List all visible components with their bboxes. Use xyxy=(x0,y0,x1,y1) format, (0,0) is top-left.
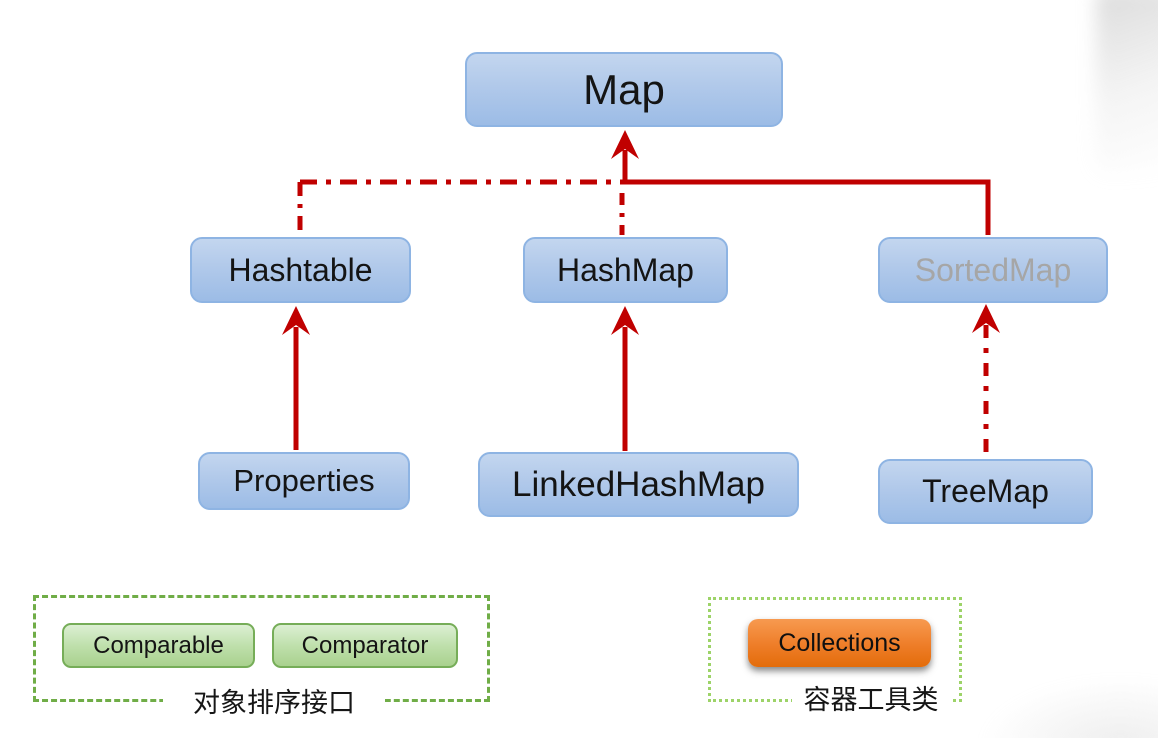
node-treemap: TreeMap xyxy=(878,459,1093,524)
caption-container-utility: 容器工具类 xyxy=(792,685,950,717)
node-sortedmap-label: SortedMap xyxy=(914,251,1072,288)
node-properties: Properties xyxy=(198,452,410,510)
arrowhead-sortedmap xyxy=(972,304,1000,333)
corner-artifact-bottom-right xyxy=(978,676,1158,738)
node-map-label: Map xyxy=(583,65,665,113)
node-comparable-label: Comparable xyxy=(93,631,224,659)
node-properties-label: Properties xyxy=(233,463,375,498)
node-linkedhashmap: LinkedHashMap xyxy=(478,452,799,517)
node-hashtable: Hashtable xyxy=(190,237,411,303)
edge-sortedmap-to-map xyxy=(625,179,991,235)
node-hashmap: HashMap xyxy=(523,237,728,303)
node-hashmap-label: HashMap xyxy=(557,251,694,288)
node-comparable: Comparable xyxy=(62,623,255,668)
corner-artifact-top-right xyxy=(1096,0,1158,173)
node-hashtable-label: Hashtable xyxy=(228,251,373,288)
node-comparator: Comparator xyxy=(272,623,458,668)
arrowhead-hashmap xyxy=(611,306,639,335)
node-treemap-label: TreeMap xyxy=(922,473,1049,509)
node-linkedhashmap-label: LinkedHashMap xyxy=(512,464,765,504)
node-comparator-label: Comparator xyxy=(301,631,429,659)
node-sortedmap: SortedMap xyxy=(878,237,1108,303)
arrowhead-hashtable xyxy=(282,306,310,335)
arrowhead-map xyxy=(611,130,639,159)
node-collections-label: Collections xyxy=(778,628,901,657)
caption-sorting-interfaces: 对象排序接口 xyxy=(163,688,385,720)
node-collections: Collections xyxy=(748,619,931,667)
node-map: Map xyxy=(465,52,783,127)
